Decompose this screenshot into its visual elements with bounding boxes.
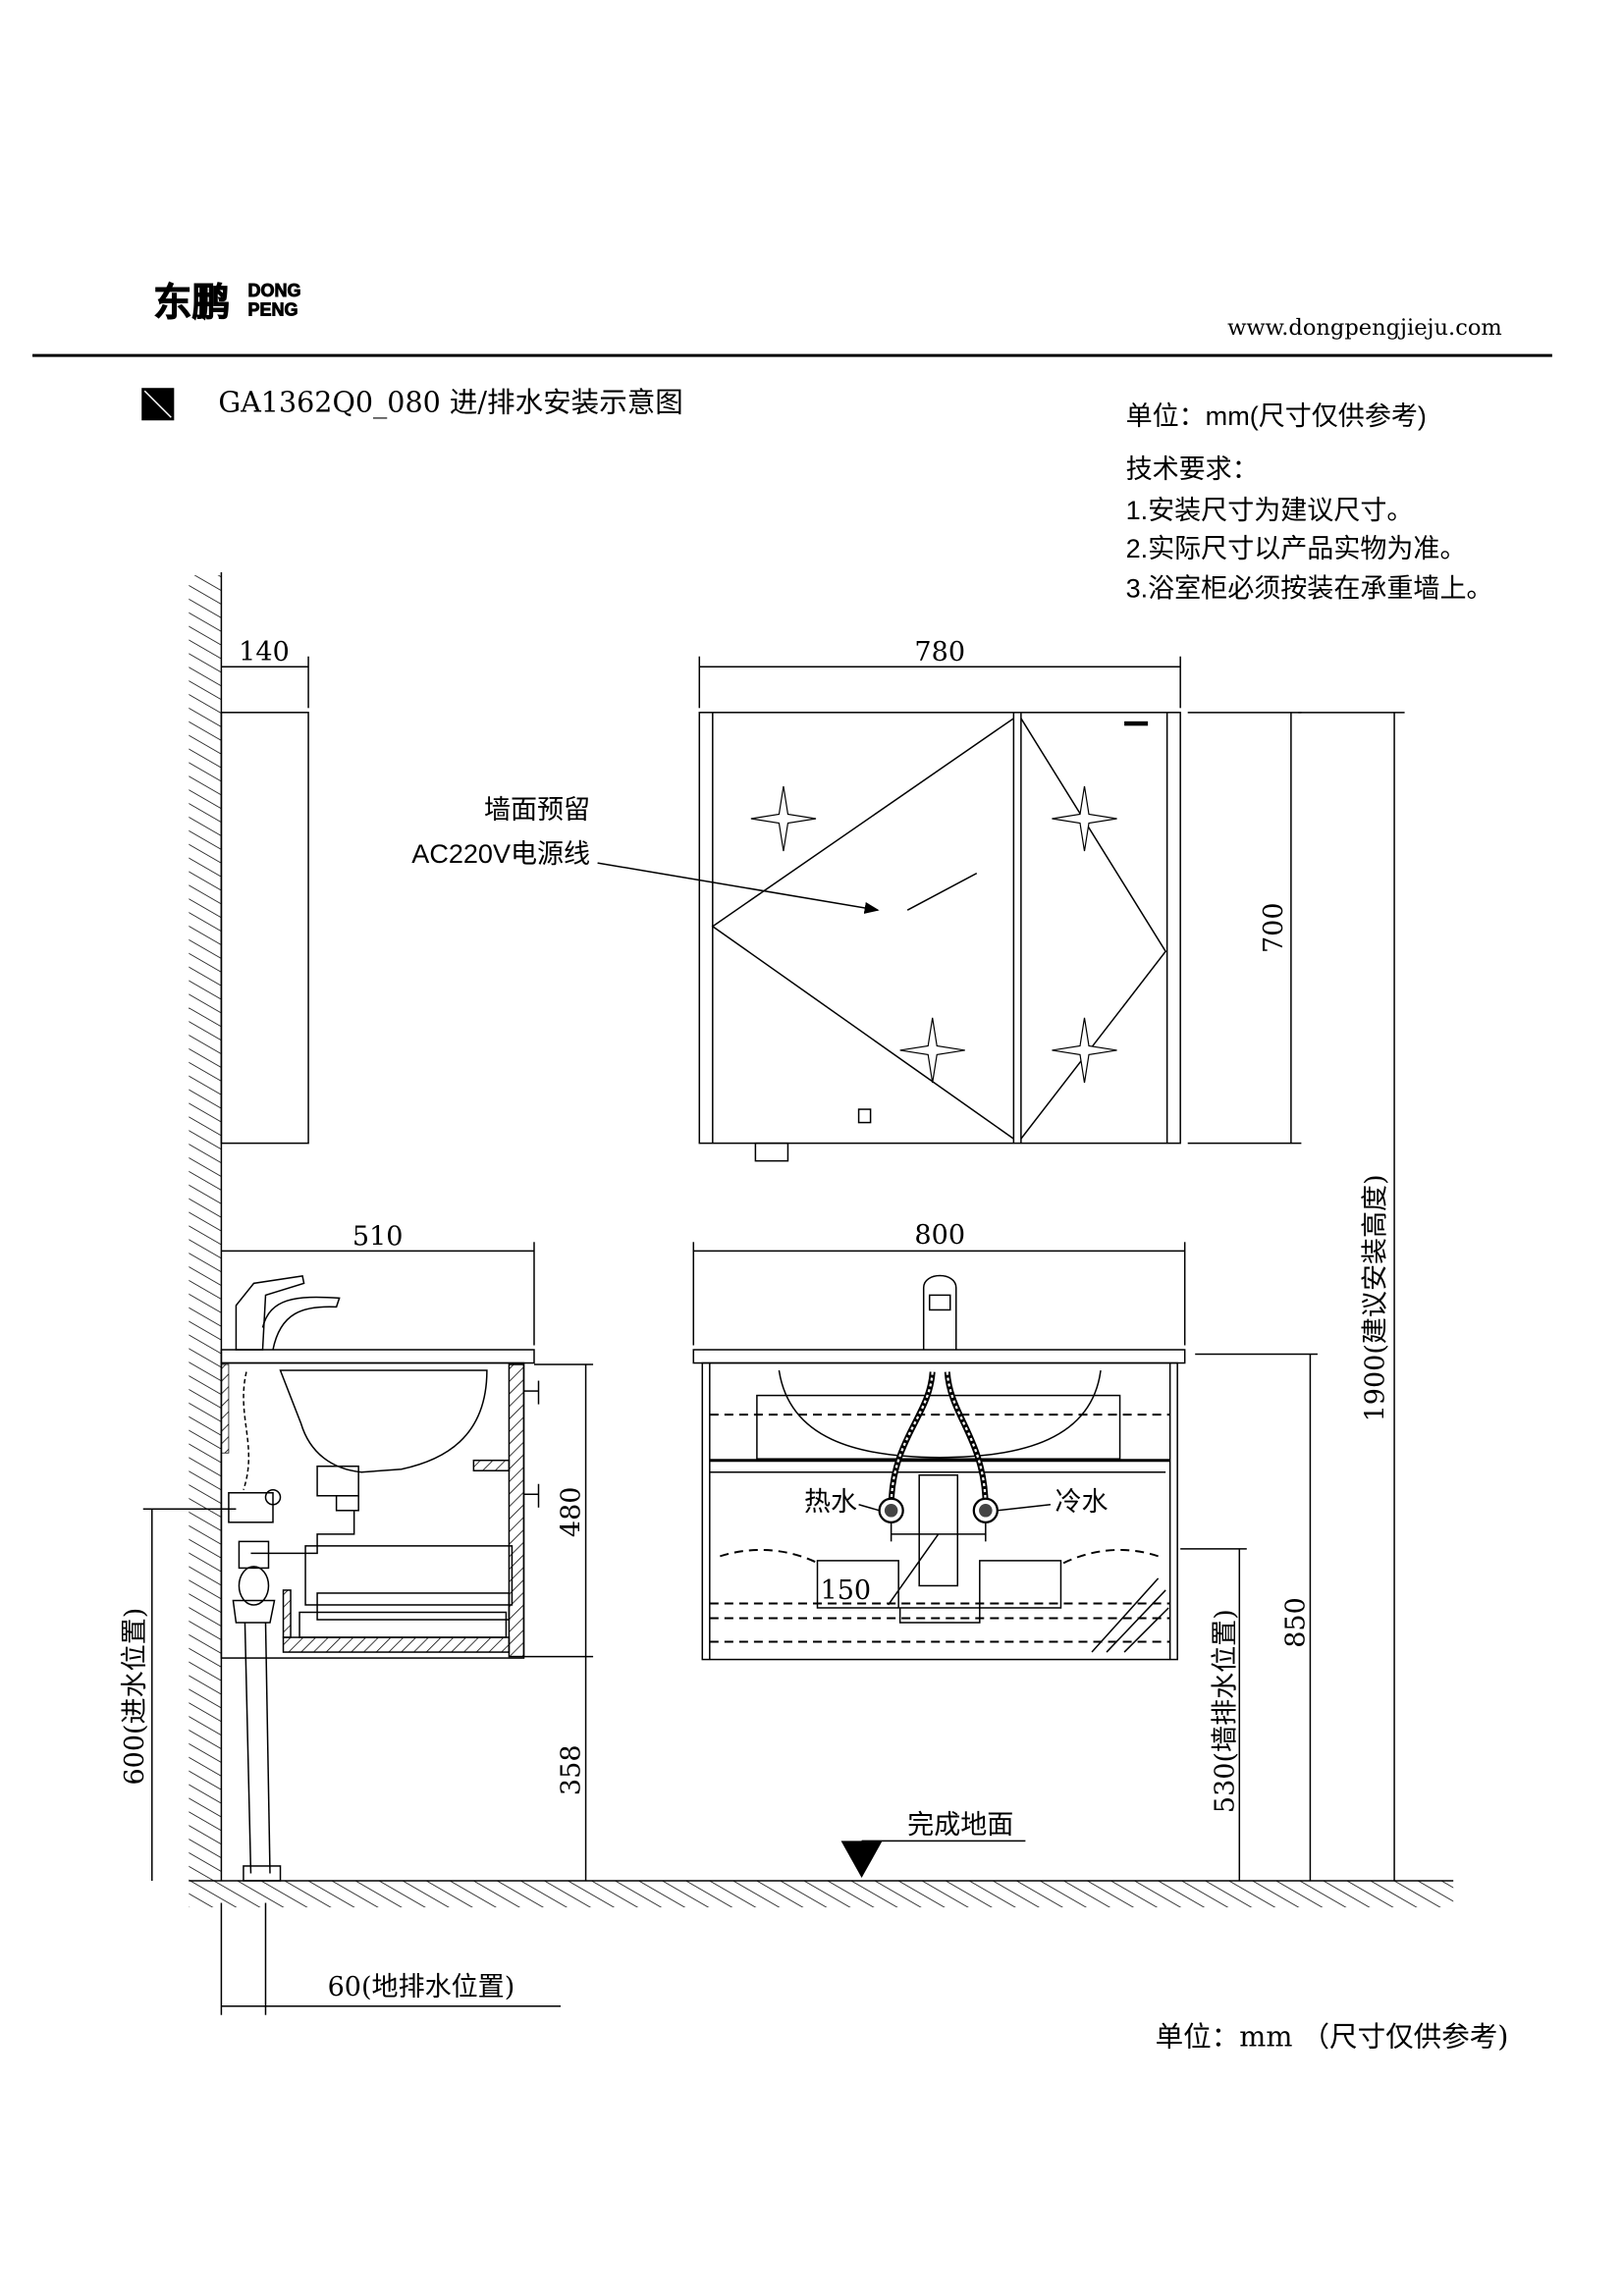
wall xyxy=(189,572,223,1881)
dimension-1900: 1900(建议安装高度) xyxy=(1298,712,1405,1881)
svg-text:850: 850 xyxy=(1280,1597,1311,1648)
svg-text:东鹏: 东鹏 xyxy=(153,283,230,325)
footer-unit-note: 单位：mm （尺寸仅供参考) xyxy=(1156,2019,1509,2053)
dimension-700: 700 xyxy=(1187,712,1302,1145)
dimension-150: 150 xyxy=(821,1522,987,1606)
dimension-60: 60(地排水位置) xyxy=(220,1902,562,2015)
technical-notes: 单位：mm(尺寸仅供参考) 技术要求： 1.安装尺寸为建议尺寸。 2.实际尺寸以… xyxy=(1126,401,1493,604)
dimension-140: 140 xyxy=(221,637,309,709)
mirror-cabinet-front-view xyxy=(698,712,1181,1162)
dimension-600: 600(进水位置) xyxy=(120,1508,237,1881)
requirement-item: 3.浴室柜必须按装在承重墙上。 xyxy=(1126,574,1493,604)
dimension-358: 358 xyxy=(557,1656,587,1881)
vanity-front-view xyxy=(692,1349,1186,1661)
brand-logo: 东鹏 DONG PENG xyxy=(153,281,301,325)
power-line-callout: 墙面预留 AC220V电源线 xyxy=(411,795,880,914)
dimension-510: 510 xyxy=(221,1221,535,1346)
dimension-800: 800 xyxy=(692,1220,1186,1346)
vanity-side-view xyxy=(220,1349,540,1659)
svg-text:480: 480 xyxy=(557,1486,587,1537)
svg-text:60(地排水位置): 60(地排水位置) xyxy=(328,1972,515,2002)
svg-text:140: 140 xyxy=(239,637,290,667)
requirement-item: 1.安装尺寸为建议尺寸。 xyxy=(1126,496,1414,525)
svg-text:800: 800 xyxy=(914,1220,965,1251)
requirement-item: 2.实际尺寸以产品实物为准。 xyxy=(1126,534,1467,563)
dimension-480: 480 xyxy=(523,1363,594,1658)
dimension-850: 850 xyxy=(1195,1353,1318,1881)
svg-text:PENG: PENG xyxy=(247,300,298,320)
hot-water-inlet: 热水 xyxy=(804,1487,904,1523)
svg-text:AC220V电源线: AC220V电源线 xyxy=(411,839,590,869)
svg-text:冷水: 冷水 xyxy=(1055,1487,1108,1518)
svg-text:510: 510 xyxy=(352,1221,404,1252)
supply-hoses xyxy=(888,1371,989,1587)
drawing-title: GA1362Q0_080 进/排水安装示意图 xyxy=(218,385,682,418)
unit-note: 单位：mm(尺寸仅供参考) xyxy=(1126,401,1427,431)
svg-text:墙面预留: 墙面预留 xyxy=(484,795,590,825)
svg-text:700: 700 xyxy=(1259,902,1289,953)
requirements-heading: 技术要求： xyxy=(1126,454,1259,484)
svg-text:DONG: DONG xyxy=(247,281,300,300)
dimension-780: 780 xyxy=(698,637,1181,709)
finished-floor-marker: 完成地面 xyxy=(840,1810,1026,1878)
faucet-front xyxy=(922,1274,957,1350)
svg-text:530(墙排水位置): 530(墙排水位置) xyxy=(1210,1609,1240,1813)
title-marker-icon xyxy=(141,388,175,421)
svg-text:780: 780 xyxy=(914,637,965,667)
drain-pipe-side xyxy=(232,1540,282,1882)
faucet-side xyxy=(228,1275,341,1523)
svg-text:完成地面: 完成地面 xyxy=(907,1810,1013,1841)
svg-text:150: 150 xyxy=(821,1575,872,1606)
mirror-cabinet-side-view xyxy=(220,712,309,1145)
website-url: www.dongpengjieju.com xyxy=(1227,315,1502,341)
cold-water-inlet: 冷水 xyxy=(972,1487,1109,1523)
svg-text:600(进水位置): 600(进水位置) xyxy=(120,1608,150,1786)
dimension-530: 530(墙排水位置) xyxy=(1180,1548,1247,1881)
svg-text:热水: 热水 xyxy=(804,1487,857,1518)
svg-text:358: 358 xyxy=(557,1744,587,1795)
floor xyxy=(189,1880,1454,1908)
svg-text:1900(建议安装高度): 1900(建议安装高度) xyxy=(1361,1174,1391,1421)
